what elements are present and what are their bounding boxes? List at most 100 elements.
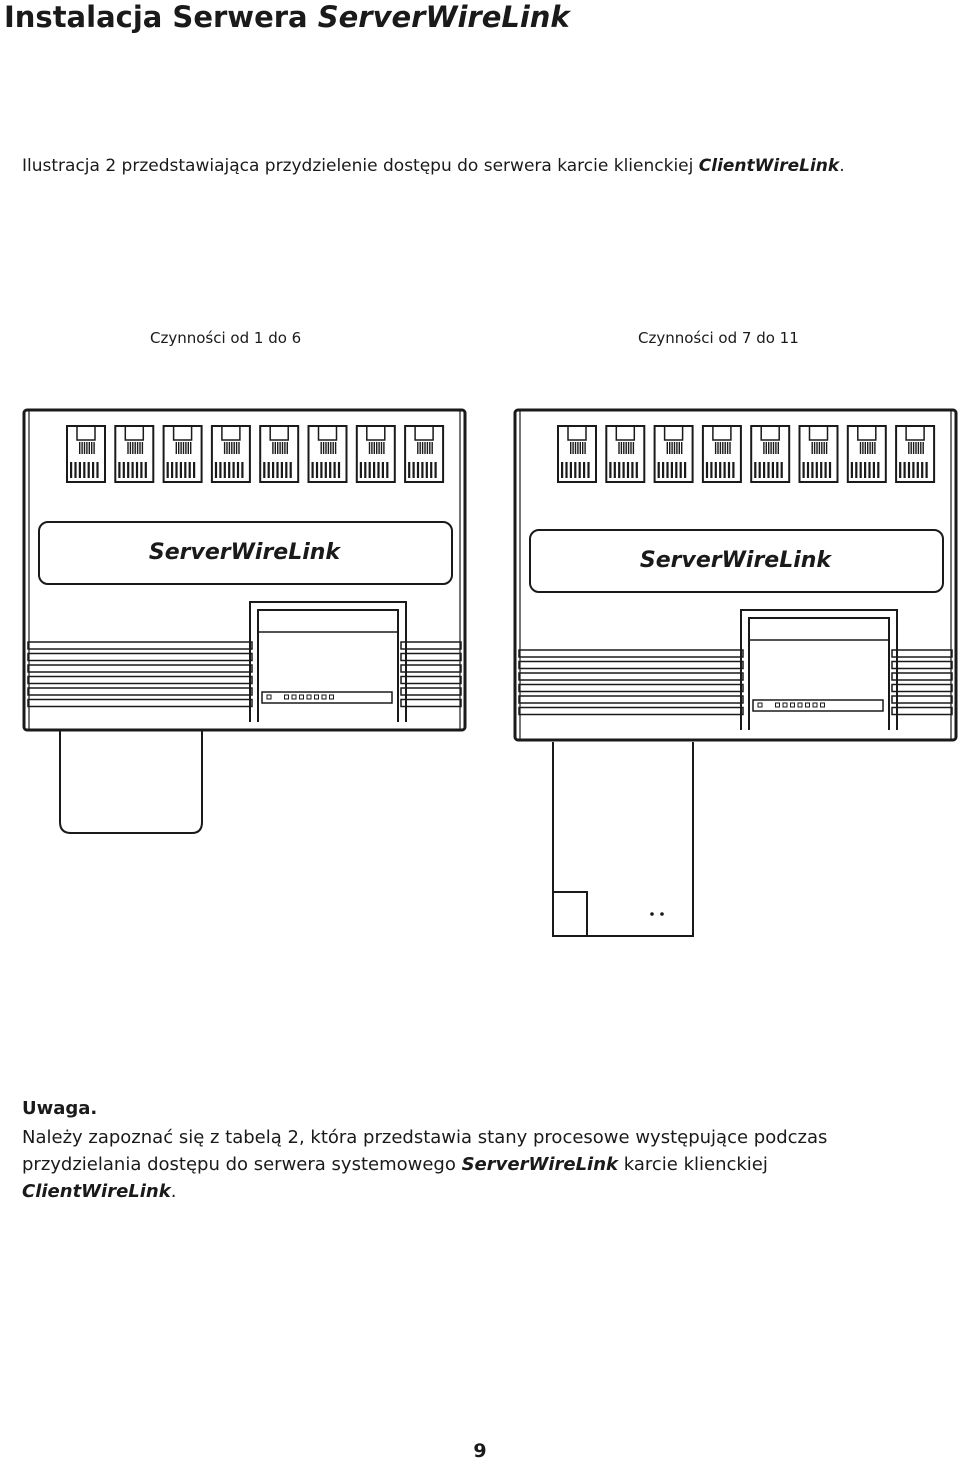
port-pin <box>86 442 88 454</box>
port-contact <box>289 462 292 478</box>
port-pin <box>180 442 182 454</box>
port-contact <box>899 462 902 478</box>
port-pin <box>584 442 586 454</box>
port-pin <box>431 442 433 454</box>
vent-slot <box>891 649 953 658</box>
port-pin <box>274 442 276 454</box>
port-pin <box>618 442 620 454</box>
vent-slot <box>27 687 253 696</box>
port-contact <box>175 462 178 478</box>
intro-product: ClientWireLink <box>698 156 840 176</box>
port-contact <box>776 462 779 478</box>
port-contact <box>872 462 875 478</box>
port-contact <box>193 462 196 478</box>
label-plate <box>38 521 453 585</box>
port-contact <box>421 462 424 478</box>
port-pin <box>816 442 818 454</box>
vent-slot <box>400 664 462 673</box>
port-contact <box>315 462 319 478</box>
port-contact <box>131 462 134 478</box>
port-contact <box>377 462 380 478</box>
port-pin <box>917 442 920 454</box>
port-contact <box>618 462 621 478</box>
port-contact <box>754 462 757 478</box>
port-pin <box>862 442 864 454</box>
port-contact <box>613 462 616 478</box>
port-pin <box>368 442 371 454</box>
port-contact <box>408 462 411 478</box>
page-number: 9 <box>473 1440 487 1462</box>
port-contact <box>719 462 722 478</box>
vent-slot <box>400 652 462 662</box>
port-contact <box>214 462 218 478</box>
port-contact <box>386 462 389 478</box>
port-contact <box>916 462 919 478</box>
port-contact <box>412 462 415 478</box>
port-contact <box>140 462 143 478</box>
port-contact <box>868 462 871 478</box>
port-contact <box>855 462 858 478</box>
port-pin <box>231 442 233 454</box>
port-pin <box>139 442 141 454</box>
port-contact <box>578 462 581 478</box>
vent-slot <box>518 672 744 681</box>
port-pin <box>235 442 238 454</box>
port-contact <box>565 462 568 478</box>
port-contact <box>657 462 660 478</box>
port-pin <box>421 442 424 454</box>
port-pin <box>281 442 284 454</box>
status-led <box>805 702 810 708</box>
port-contact <box>276 462 279 478</box>
port-pin <box>915 442 917 454</box>
rj45-port <box>307 425 348 483</box>
port-outline <box>653 425 694 483</box>
vent-slot <box>400 687 462 696</box>
port-latch <box>124 425 145 441</box>
note-text-1: Należy zapoznać się z tabelą 2, która pr… <box>22 1127 828 1175</box>
port-pin <box>187 442 189 454</box>
port-pin <box>286 442 288 454</box>
port-pin <box>93 442 95 454</box>
port-outline <box>798 425 839 483</box>
port-contact <box>285 462 288 478</box>
vent-slot <box>518 706 744 716</box>
port-contact <box>828 462 832 478</box>
port-latch <box>269 425 289 441</box>
status-led <box>314 694 319 700</box>
port-pin <box>724 442 726 454</box>
port-contact <box>236 462 240 478</box>
port-pin <box>272 442 274 454</box>
port-contact <box>758 462 761 478</box>
port-latch <box>221 425 241 441</box>
port-pin <box>574 442 577 454</box>
port-pin <box>922 442 924 454</box>
port-pin <box>867 442 869 454</box>
port-pin <box>630 442 632 454</box>
port-outline <box>210 425 251 483</box>
port-pin <box>424 442 426 454</box>
port-pin <box>330 442 332 454</box>
port-pin <box>681 442 683 454</box>
note-title: Uwaga. <box>22 1098 98 1119</box>
port-pin <box>920 442 922 454</box>
rj45-port <box>162 425 203 483</box>
port-contact <box>771 462 774 478</box>
vent-slot <box>891 672 953 681</box>
device-body <box>22 408 467 732</box>
rj45-port <box>701 425 742 483</box>
port-latch <box>760 425 780 441</box>
port-latch <box>712 425 732 441</box>
port-pin <box>775 442 777 454</box>
device-label: ServerWireLink <box>640 548 833 573</box>
port-pin <box>627 442 630 454</box>
note-body: Należy zapoznać się z tabelą 2, która pr… <box>22 1124 852 1205</box>
rj45-port <box>557 425 597 483</box>
port-pin <box>625 442 627 454</box>
port-pin <box>132 442 134 454</box>
port-pin <box>233 442 235 454</box>
port-pin <box>722 442 724 454</box>
port-outline <box>162 425 203 483</box>
intro-paragraph: Ilustracja 2 przedstawiająca przydzielen… <box>22 156 845 176</box>
port-outline <box>701 425 742 483</box>
port-contact <box>329 462 332 478</box>
